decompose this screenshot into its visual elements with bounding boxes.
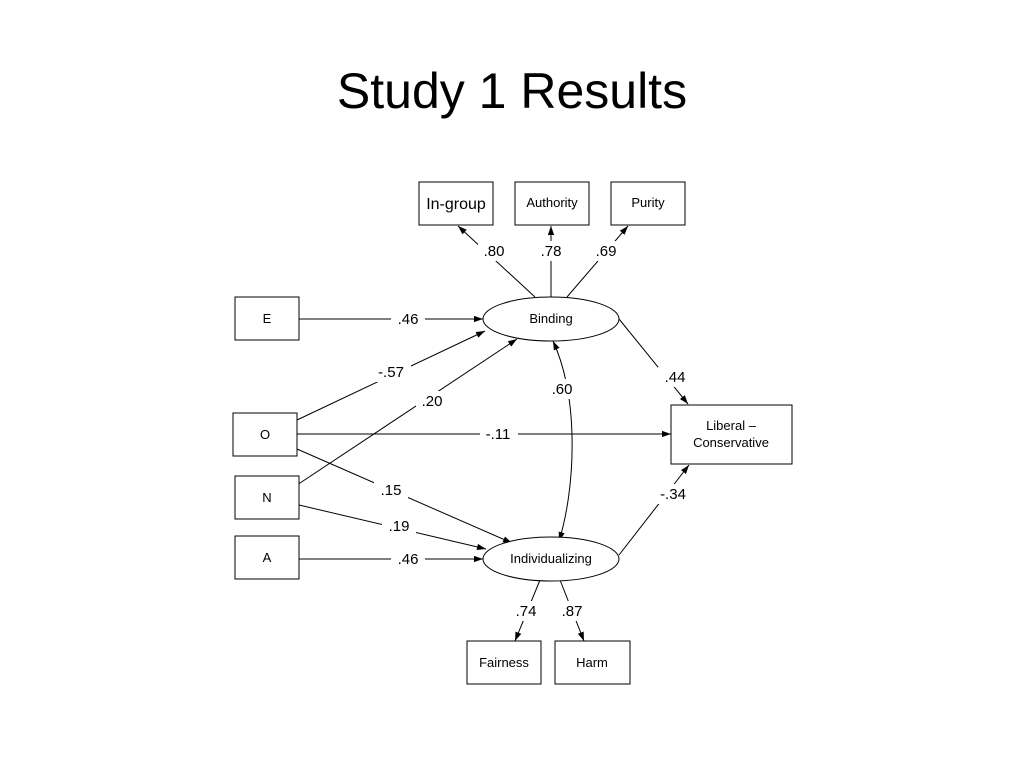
edge-individualizing-libcon [618,464,690,556]
node-authority-label: Authority [526,195,578,210]
node-o: O [232,412,298,457]
path-coefficients: .80 .78 .69 .46 -.57 .20 .60 .44 -.11 .1… [373,241,692,621]
coef-n-binding: .20 [422,393,443,410]
coef-binding-authority: .78 [541,243,562,260]
node-binding: Binding [482,296,620,342]
coef-binding-libcon: .44 [665,369,686,386]
coef-o-individualizing: .15 [381,482,402,499]
node-n: N [234,475,300,520]
coef-o-binding: -.57 [378,364,404,381]
coef-individualizing-fairness: .74 [516,603,537,620]
edge-n-binding [296,338,518,486]
node-n-label: N [262,490,271,505]
node-libcon-label-line1: Liberal – [706,418,757,433]
coef-binding-ingroup: .80 [484,243,505,260]
coef-binding-individualizing: .60 [552,381,573,398]
slide-title: Study 1 Results [336,63,688,119]
node-ingroup: In-group [418,181,494,226]
node-e: E [234,296,300,341]
coef-n-individualizing: .19 [389,518,410,535]
node-binding-label: Binding [529,311,572,326]
node-o-label: O [260,427,270,442]
coef-o-libcon: -.11 [486,426,511,443]
node-ingroup-label: In-group [426,196,486,213]
coef-binding-purity: .69 [596,243,617,260]
edge-binding-libcon [618,318,689,405]
coef-individualizing-libcon: -.34 [660,486,686,503]
node-libcon-label-line2: Conservative [693,435,769,450]
node-harm-label: Harm [576,655,608,670]
node-a: A [234,535,300,580]
edge-binding-purity [566,225,629,298]
edge-binding-ingroup [457,225,536,298]
coef-a-individualizing: .46 [398,551,419,568]
node-fairness-label: Fairness [479,655,529,670]
node-a-label: A [263,550,272,565]
node-authority: Authority [514,181,590,226]
node-purity: Purity [610,181,686,226]
node-individualizing-label: Individualizing [510,551,592,566]
edge-binding-individualizing [552,340,573,542]
node-harm: Harm [554,640,631,685]
node-purity-label: Purity [631,195,665,210]
node-fairness: Fairness [466,640,542,685]
coef-e-binding: .46 [398,311,419,328]
node-e-label: E [263,311,272,326]
coef-individualizing-harm: .87 [562,603,583,620]
node-individualizing: Individualizing [482,536,620,582]
node-liberal-conservative: Liberal – Conservative [670,404,793,465]
